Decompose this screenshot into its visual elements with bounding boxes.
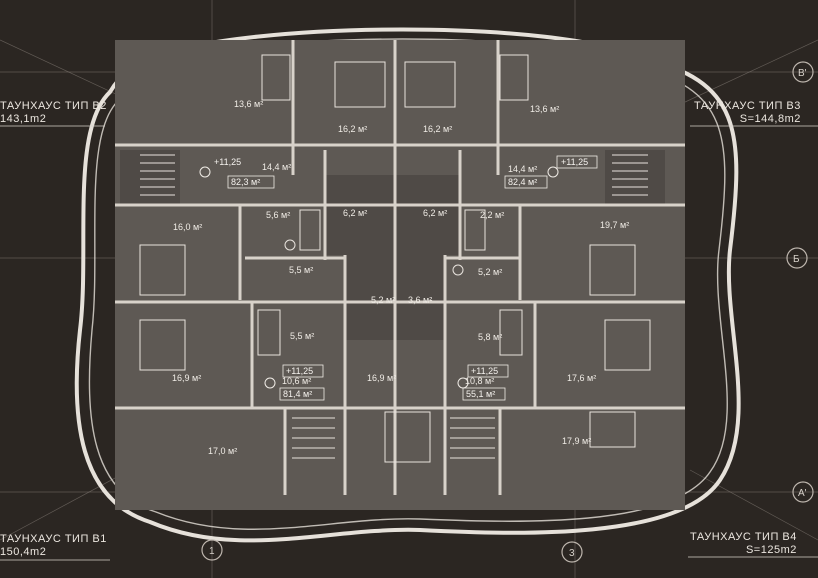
room-area: 6,2 м² xyxy=(423,208,447,218)
room-area: 19,7 м² xyxy=(600,220,629,230)
svg-text:82,4 м²: 82,4 м² xyxy=(508,177,537,187)
room-area: 17,0 м² xyxy=(208,446,237,456)
stairs-south-west xyxy=(292,417,335,459)
unit-area: 143,1m2 xyxy=(0,113,47,125)
room-area: 10,6 м² xyxy=(282,376,311,386)
stair-east-zone xyxy=(605,150,665,205)
room-area: 5,5 м² xyxy=(290,331,314,341)
interior-walls xyxy=(115,40,685,495)
unit-title: ТАУНХАУС ТИП В3 xyxy=(694,100,801,112)
unit-label-b1: ТАУНХАУС ТИП В1 150,4m2 xyxy=(0,533,107,559)
unit-label-b3: ТАУНХАУС ТИП В3 S=144,8m2 xyxy=(694,100,801,126)
unit-title: ТАУНХАУС ТИП В1 xyxy=(0,533,107,545)
unit-label-b4: ТАУНХАУС ТИП В4 S=125m2 xyxy=(690,531,797,557)
beds xyxy=(139,54,651,463)
svg-text:3: 3 xyxy=(569,548,575,559)
svg-text:1: 1 xyxy=(209,546,215,557)
room-area: 10,8 м² xyxy=(465,376,494,386)
unit-label-b2: ТАУНХАУС ТИП В2 143,1m2 xyxy=(0,100,107,126)
level-callout: +11,25 82,4 м² xyxy=(504,155,598,189)
room-area: 16,2 м² xyxy=(423,124,452,134)
stair-west-zone xyxy=(120,150,180,205)
svg-text:Б: Б xyxy=(793,254,800,265)
stairs-south-east xyxy=(450,417,495,459)
room-area: 3,6 м² xyxy=(408,295,432,305)
room-area: 17,9 м² xyxy=(562,436,591,446)
axis-marker-b: Б xyxy=(786,247,808,269)
unit-title-leaders xyxy=(0,125,818,561)
level-callout: +11,25 82,3 м² xyxy=(199,157,275,189)
unit-area: S=144,8m2 xyxy=(739,113,801,125)
level-callout: +11,25 55,1 м² xyxy=(457,364,509,401)
unit-title: ТАУНХАУС ТИП В2 xyxy=(0,100,107,112)
sanitary-fixtures xyxy=(257,209,523,356)
room-area: 13,6 м² xyxy=(234,99,263,109)
room-area: 5,2 м² xyxy=(371,295,395,305)
room-area: 13,6 м² xyxy=(530,104,559,114)
room-area: 16,9 м² xyxy=(367,373,396,383)
unit-title: ТАУНХАУС ТИП В4 xyxy=(690,531,797,543)
level-callout: +11,25 81,4 м² xyxy=(264,364,325,401)
room-area: 16,9 м² xyxy=(172,373,201,383)
svg-text:+11,25: +11,25 xyxy=(471,366,498,376)
corridor-north xyxy=(325,175,460,255)
room-area: 16,0 м² xyxy=(173,222,202,232)
stairs-north-west xyxy=(140,154,175,196)
room-area: 14,4 м² xyxy=(262,162,291,172)
svg-text:В': В' xyxy=(798,68,807,79)
room-area: 5,6 м² xyxy=(266,210,290,220)
axis-marker-a-prime: А' xyxy=(792,481,814,503)
svg-text:+11,25: +11,25 xyxy=(286,366,313,376)
svg-text:81,4 м²: 81,4 м² xyxy=(283,389,312,399)
stairs-north-east xyxy=(612,154,648,196)
svg-text:+11,25: +11,25 xyxy=(214,157,241,167)
room-area: 5,8 м² xyxy=(478,332,502,342)
svg-text:55,1 м²: 55,1 м² xyxy=(466,389,495,399)
svg-text:А': А' xyxy=(798,488,807,499)
svg-text:+11,25: +11,25 xyxy=(561,157,588,167)
room-area: 5,5 м² xyxy=(289,265,313,275)
room-area: 2,2 м² xyxy=(480,210,504,220)
room-area: 5,2 м² xyxy=(478,267,502,277)
unit-area: 150,4m2 xyxy=(0,546,47,558)
room-area: 17,6 м² xyxy=(567,373,596,383)
room-area: 16,2 м² xyxy=(338,124,367,134)
room-area: 14,4 м² xyxy=(508,164,537,174)
unit-area: S=125m2 xyxy=(745,544,797,556)
room-area: 6,2 м² xyxy=(343,208,367,218)
axis-marker-v-prime: В' xyxy=(792,61,814,83)
svg-text:82,3 м²: 82,3 м² xyxy=(231,177,260,187)
axis-marker-3: 3 xyxy=(561,541,583,563)
axis-marker-1: 1 xyxy=(201,539,223,561)
room-area-labels: 13,6 м² 16,2 м² 16,2 м² 13,6 м² 14,4 м² … xyxy=(172,99,629,456)
